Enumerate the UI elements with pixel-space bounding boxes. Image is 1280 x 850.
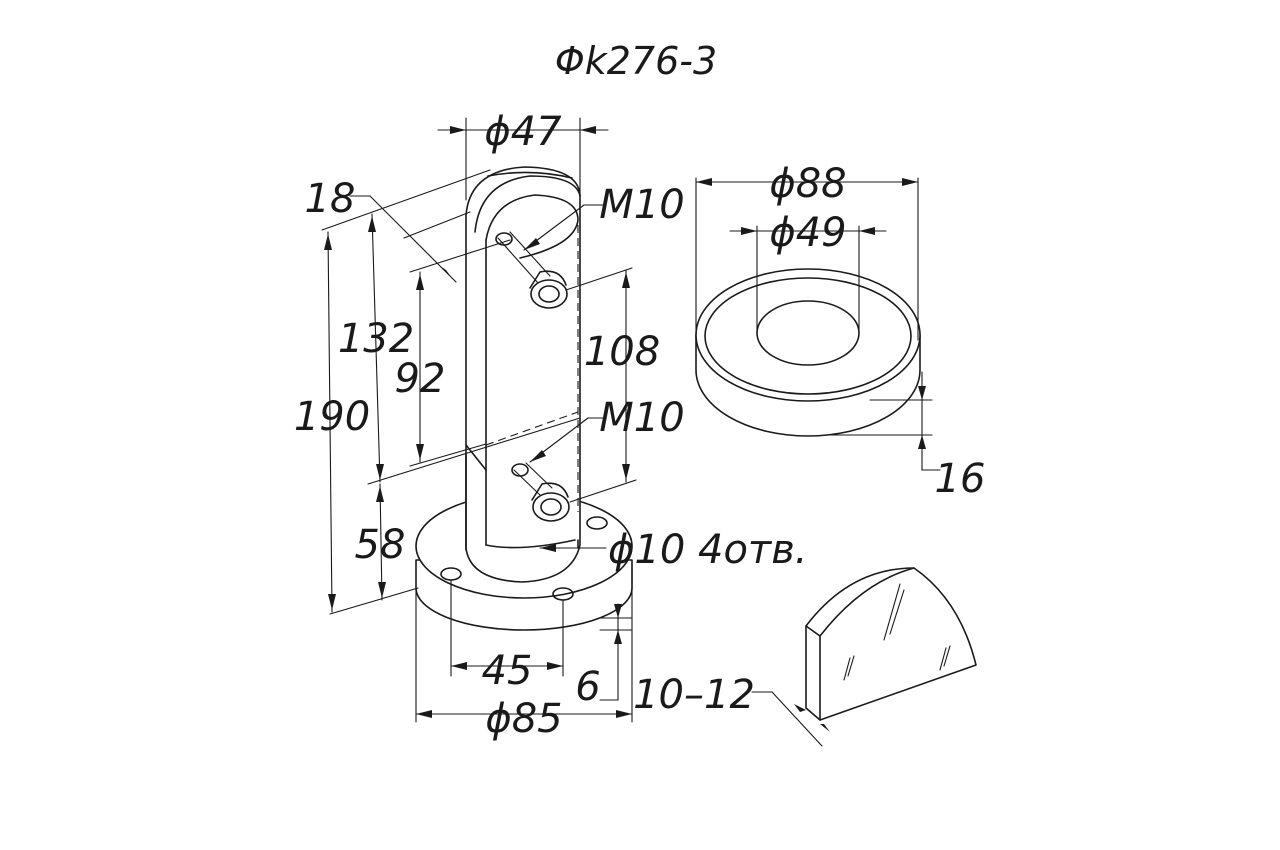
dim-base-thickness: 6 bbox=[575, 603, 633, 710]
dim-post-diameter: ϕ47 bbox=[437, 109, 609, 201]
dim-height-132: 132 bbox=[338, 213, 581, 485]
dim-label-height-190: 190 bbox=[294, 394, 370, 440]
dim-label-base-holes: ϕ10 4отв. bbox=[608, 527, 808, 573]
dim-cover-inner: ϕ49 bbox=[729, 210, 887, 331]
dim-label-cover-height: 16 bbox=[935, 456, 986, 502]
dim-cover-outer: ϕ88 bbox=[695, 161, 919, 343]
dim-base-58: 58 bbox=[355, 483, 406, 601]
lower-set-screw bbox=[511, 462, 570, 522]
dim-label-base-diameter: ϕ85 bbox=[485, 696, 562, 742]
dim-hole-spacing: 45 bbox=[450, 579, 564, 694]
dim-lower-thread: M10 bbox=[529, 395, 685, 463]
cover-ring: ϕ88 ϕ49 16 bbox=[695, 161, 986, 502]
dim-label-slot-depth: 18 bbox=[305, 176, 356, 222]
dim-label-base-58: 58 bbox=[355, 522, 406, 568]
dim-label-cover-inner: ϕ49 bbox=[769, 210, 846, 256]
dim-label-base-thickness: 6 bbox=[575, 664, 600, 710]
dim-label-post-diameter: ϕ47 bbox=[484, 109, 562, 155]
dim-label-hole-spacing: 45 bbox=[482, 648, 533, 694]
base-hole bbox=[586, 516, 608, 530]
drawing-title: Φk276-3 bbox=[555, 39, 717, 83]
glass-panel: 10–12 bbox=[633, 567, 977, 747]
dim-height-108: 108 bbox=[565, 267, 660, 503]
post-assembly: ϕ47 18 M10 M10 bbox=[294, 109, 808, 742]
dim-upper-thread: M10 bbox=[523, 182, 685, 251]
dim-slot-depth: 18 bbox=[305, 169, 491, 283]
upper-set-screw bbox=[495, 231, 568, 309]
dim-height-92: 92 bbox=[395, 239, 511, 467]
dim-label-height-132: 132 bbox=[338, 316, 414, 362]
dim-height-190: 190 bbox=[294, 231, 419, 615]
dim-label-lower-thread: M10 bbox=[599, 395, 684, 441]
dim-label-height-92: 92 bbox=[395, 356, 446, 402]
dim-label-glass-thickness: 10–12 bbox=[633, 672, 755, 718]
dim-label-height-108: 108 bbox=[584, 329, 660, 375]
dim-base-diameter: ϕ85 bbox=[415, 559, 633, 742]
post-body bbox=[465, 166, 581, 583]
dim-label-upper-thread: M10 bbox=[599, 182, 684, 228]
dim-cover-height: 16 bbox=[829, 371, 986, 502]
dim-base-holes: ϕ10 4отв. bbox=[539, 527, 808, 573]
dim-glass-thickness: 10–12 bbox=[633, 672, 830, 747]
dim-label-cover-outer: ϕ88 bbox=[769, 161, 846, 207]
